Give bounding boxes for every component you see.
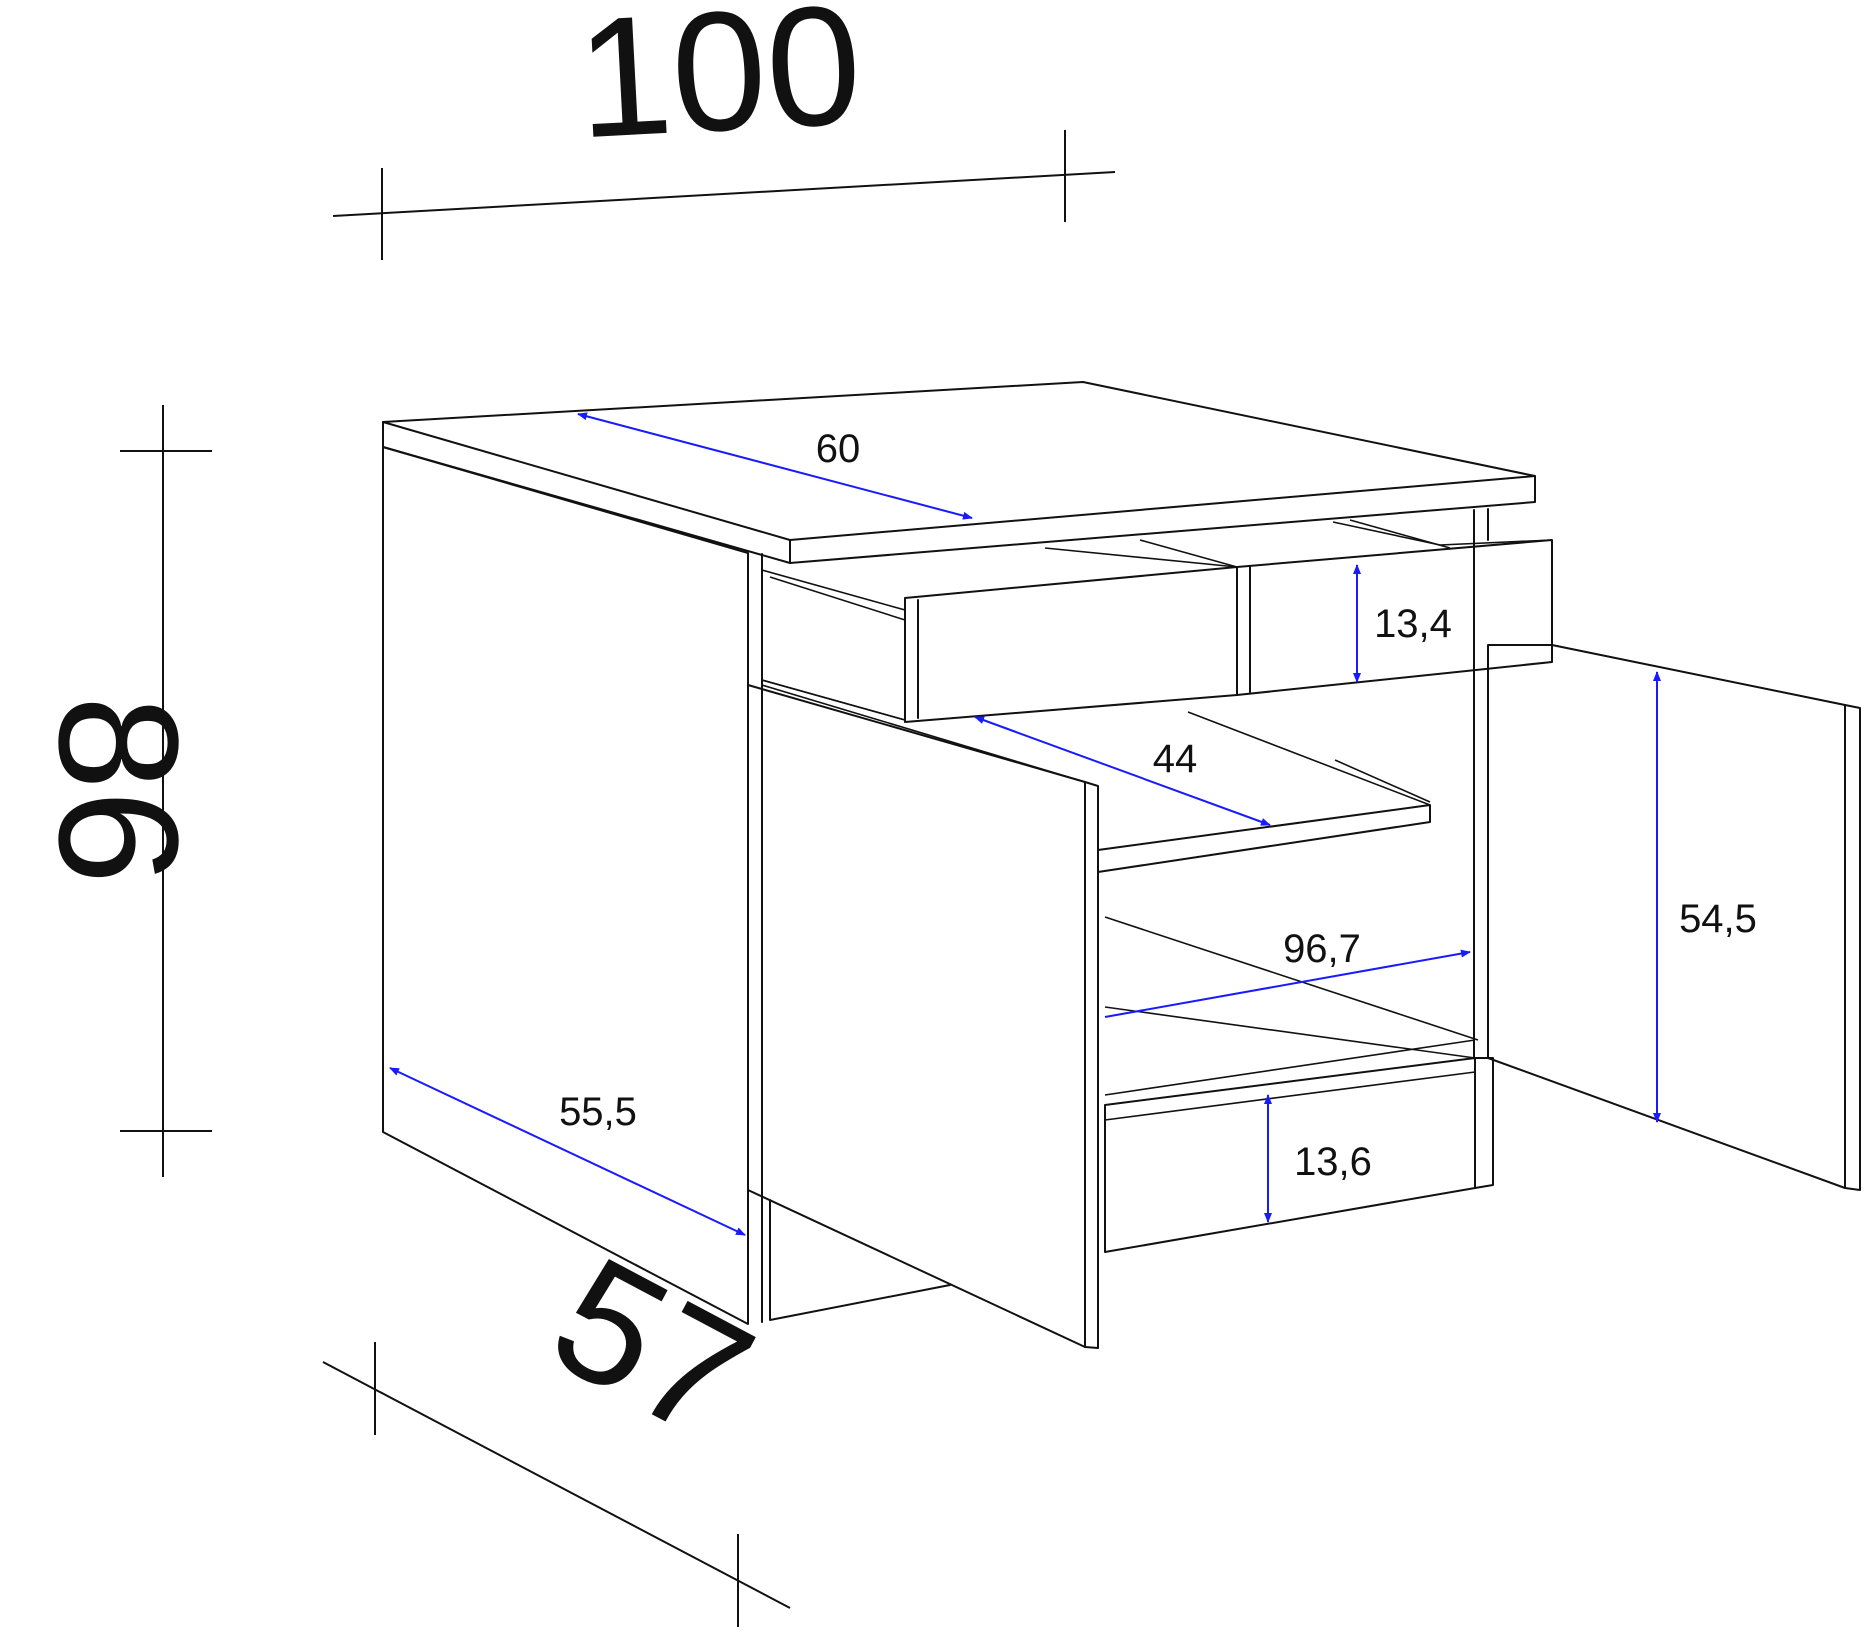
depth-label: 57 <box>524 1221 780 1478</box>
drawer-left <box>904 539 1238 723</box>
measure-bottom-drawer-height: 13,6 <box>1264 1094 1372 1223</box>
measure-door-height: 54,5 <box>1653 671 1757 1123</box>
measure-inner-width: 96,7 <box>1104 927 1471 1018</box>
measure-drawer-height: 13,4 <box>1353 564 1452 683</box>
measure-top-depth: 60 <box>577 412 973 520</box>
height-label: 86 <box>23 695 213 884</box>
measure-side-depth: 55,5 <box>389 1067 746 1236</box>
width-dimension: 100 <box>332 0 1116 260</box>
measure-shelf-depth: 44 <box>974 716 1271 826</box>
inner-width-label: 96,7 <box>1283 927 1361 971</box>
width-label: 100 <box>572 0 865 174</box>
bottom-drawer-height-label: 13,6 <box>1294 1140 1372 1184</box>
drawer-height-label: 13,4 <box>1374 602 1452 646</box>
side-depth-label: 55,5 <box>559 1090 637 1134</box>
depth-dimension: 57 <box>322 1221 791 1627</box>
bottom-drawer <box>1104 1039 1476 1253</box>
door-right <box>1487 644 1861 1191</box>
height-dimension: 86 <box>23 405 213 1177</box>
shelf-depth-label: 44 <box>1153 737 1198 781</box>
door-left <box>747 684 1099 1349</box>
door-height-label: 54,5 <box>1679 897 1757 941</box>
drawer-right <box>1236 519 1553 696</box>
shelf <box>1097 711 1431 873</box>
top-depth-label: 60 <box>816 427 861 471</box>
